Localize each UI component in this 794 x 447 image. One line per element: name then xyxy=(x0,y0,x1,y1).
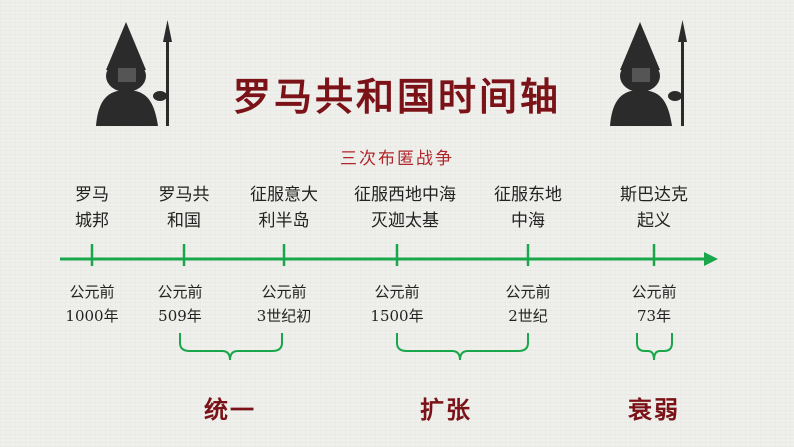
phase-unification: 统一 xyxy=(204,395,256,424)
event-conquer-italy: 征服意大 利半岛 xyxy=(250,182,318,234)
phase-decline: 衰弱 xyxy=(628,395,680,424)
event-label-line1: 罗马 xyxy=(75,185,109,205)
event-label-line2: 城邦 xyxy=(75,211,109,231)
bracket-expansion xyxy=(396,333,529,361)
right-soldier-icon xyxy=(610,20,687,126)
date-value: 73年 xyxy=(636,307,672,325)
date-4: 公元前 1500年 xyxy=(370,280,423,328)
bracket-decline xyxy=(636,333,673,361)
date-value: 3世纪初 xyxy=(256,307,312,325)
date-value: 1000年 xyxy=(65,307,119,325)
date-value: 509年 xyxy=(158,307,202,325)
event-label-line1: 征服意大 xyxy=(250,185,318,205)
event-label-line2: 和国 xyxy=(167,211,201,231)
event-label-line2: 利半岛 xyxy=(258,211,310,231)
date-5: 公元前 2世纪 xyxy=(505,280,550,328)
date-prefix: 公元前 xyxy=(505,283,551,301)
event-conquer-west-mediterranean: 征服西地中海 灭迦太基 xyxy=(354,182,456,234)
phase-brackets xyxy=(179,333,673,361)
date-prefix: 公元前 xyxy=(69,283,115,301)
date-3: 公元前 3世纪初 xyxy=(257,280,312,328)
timeline-arrowhead xyxy=(704,252,718,266)
event-spartacus-revolt: 斯巴达克 起义 xyxy=(620,182,688,234)
event-roman-city-state: 罗马 城邦 xyxy=(75,182,109,234)
event-label-line2: 起义 xyxy=(637,211,671,231)
phase-expansion: 扩张 xyxy=(420,395,472,424)
event-label-line1: 征服东地 xyxy=(494,185,562,205)
subtitle: 三次布匿战争 xyxy=(340,149,454,169)
bracket-unification xyxy=(179,333,283,361)
date-prefix: 公元前 xyxy=(261,283,307,301)
event-label-line2: 灭迦太基 xyxy=(371,211,439,231)
date-2: 公元前 509年 xyxy=(157,280,202,328)
date-prefix: 公元前 xyxy=(631,283,677,301)
date-value: 1500年 xyxy=(370,307,424,325)
event-label-line1: 罗马共 xyxy=(158,185,210,205)
timeline-ticks xyxy=(90,244,656,266)
event-label-line2: 中海 xyxy=(511,211,545,231)
date-6: 公元前 73年 xyxy=(631,280,676,328)
date-value: 2世纪 xyxy=(508,307,548,325)
event-label-line1: 斯巴达克 xyxy=(620,185,688,205)
event-conquer-east-mediterranean: 征服东地 中海 xyxy=(494,182,562,234)
page-title: 罗马共和国时间轴 xyxy=(232,74,561,119)
date-prefix: 公元前 xyxy=(374,283,420,301)
date-1: 公元前 1000年 xyxy=(65,280,118,328)
event-roman-republic: 罗马共 和国 xyxy=(159,182,210,234)
event-label-line1: 征服西地中海 xyxy=(354,185,456,205)
left-soldier-icon xyxy=(96,20,172,126)
date-prefix: 公元前 xyxy=(157,283,203,301)
